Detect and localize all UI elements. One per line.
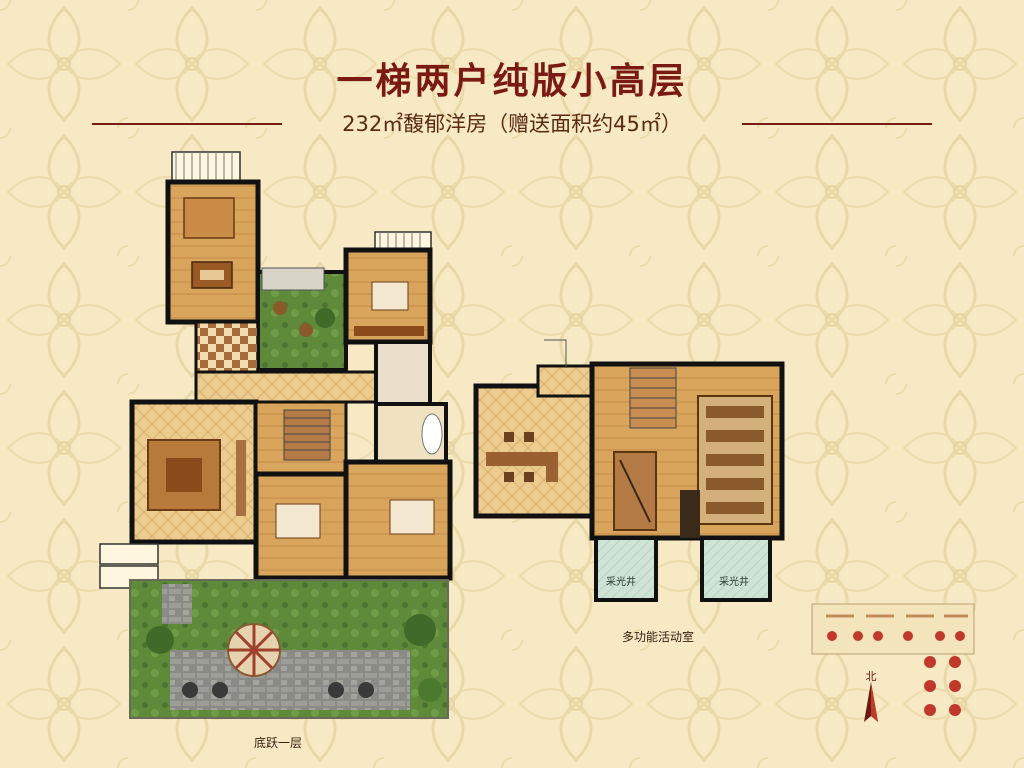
compass-icon — [864, 682, 878, 722]
north-label: 北 — [865, 670, 877, 683]
left-floor-plan — [99, 151, 453, 719]
title-rule-right — [742, 123, 932, 125]
right-plan-caption: 多功能活动室 — [622, 630, 695, 644]
skylight-label-right: 采光井 — [719, 577, 749, 588]
site-legend — [811, 603, 975, 716]
page-subtitle: 232㎡馥郁洋房（赠送面积约45㎡） — [342, 112, 682, 136]
page-title: 一梯两户纯版小高层 — [336, 60, 688, 102]
left-plan-caption: 底跃一层 — [254, 736, 303, 750]
skylight-label-left: 采光井 — [606, 577, 636, 588]
right-floor-plan — [473, 339, 785, 602]
title-rule-left — [92, 123, 282, 125]
